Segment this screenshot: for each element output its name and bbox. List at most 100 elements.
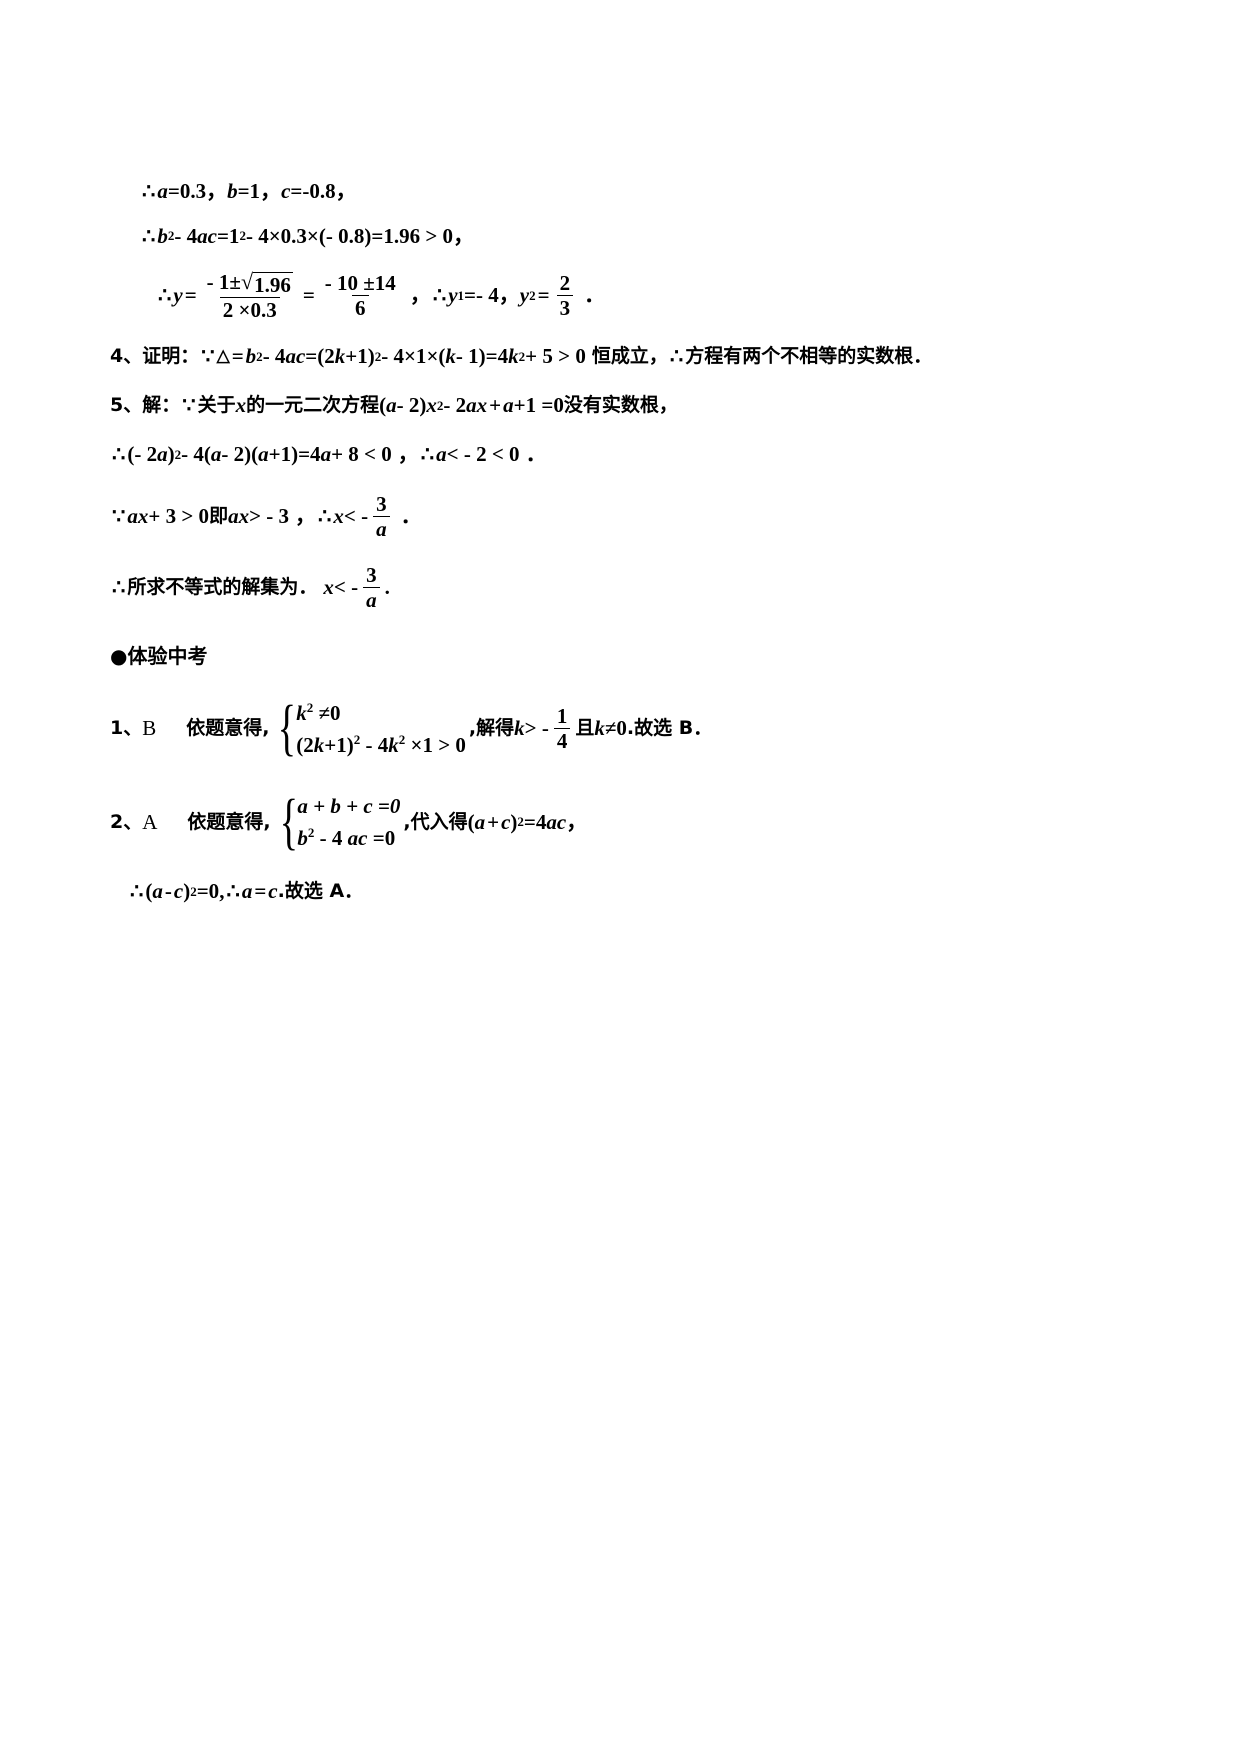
- comma: ，: [295, 503, 317, 528]
- value-b: =1: [237, 179, 261, 203]
- comma: ，: [453, 224, 475, 249]
- exponent-2b: 2: [239, 228, 246, 244]
- plus-three-gt-zero: + 3 > 0: [148, 503, 210, 528]
- plus-one-equals-zero: +1 =0: [513, 393, 564, 418]
- therefore-symbol: ∴: [112, 442, 126, 467]
- left-brace: {: [278, 694, 297, 763]
- conclusion-text: 方程有两个不相等的实数根: [685, 345, 914, 368]
- var-k-2: k: [313, 732, 325, 757]
- period: ．: [400, 503, 422, 528]
- exponent-2c: 2: [518, 348, 526, 364]
- solution-line-abc: ∴ a =0.3 ， b =1 ， c =-0.8 ，: [110, 179, 1140, 203]
- fraction-numerator: 1: [556, 704, 568, 729]
- var-k-3: k: [388, 732, 399, 757]
- value-c: =-0.8: [290, 179, 336, 203]
- inequality-result: < - 2 < 0: [446, 442, 520, 467]
- equals-sign: =: [254, 879, 267, 904]
- fraction-numerator: 3: [376, 491, 387, 516]
- because-symbol: ∵: [201, 344, 215, 369]
- var-c-2: c: [268, 879, 278, 904]
- system-row-1: a + b + c =0: [297, 793, 401, 818]
- var-x: x: [323, 574, 334, 599]
- equals-four: =4: [298, 442, 321, 467]
- square-root: √1.96: [241, 270, 293, 296]
- regarding-text: 关于: [197, 394, 236, 417]
- exponent-2c: 2: [398, 731, 406, 747]
- var-a: a: [157, 179, 168, 203]
- var-y: y: [173, 283, 183, 308]
- term-ax: ax: [127, 503, 149, 528]
- system-rows: k2 ≠0 (2k+1)2 - 4k2 ×1 > 0: [296, 697, 466, 761]
- term-ac-2: ac: [546, 809, 567, 834]
- comma-3: ，: [335, 179, 357, 203]
- equals-zero: =0: [196, 879, 220, 904]
- problem-5-line-2: ∴ (- 2 a )2 - 4( a - 2)( a +1) =4 a + 8 …: [110, 443, 1140, 466]
- term-ac: ac: [347, 826, 368, 851]
- equals-sign-2: =: [302, 283, 315, 308]
- var-y1: y: [448, 283, 458, 308]
- period-1: ．: [298, 575, 318, 598]
- minus-two: - 2: [443, 393, 467, 418]
- open-paren: (: [379, 393, 387, 418]
- var-a-4: a: [320, 442, 332, 467]
- therefore-symbol: ∴: [158, 283, 172, 308]
- simplified-fraction: - 10 ±14 6: [322, 272, 399, 319]
- equals-sign-3: =: [537, 283, 550, 308]
- var-k-4: k: [594, 716, 605, 741]
- radicand: 1.96: [253, 272, 293, 298]
- open-two: (2: [296, 732, 314, 757]
- left-brace: {: [279, 788, 298, 857]
- quadratic-formula-fraction: - 1±√1.96 2 ×0.3: [204, 270, 296, 321]
- solve-lead-text: ,解得: [468, 717, 515, 740]
- namely-text: 即: [209, 504, 229, 527]
- minus-four-b: - 4: [245, 224, 269, 249]
- section-heading-exam: ● 体验中考: [110, 645, 1140, 667]
- term-ac: ac: [285, 344, 306, 369]
- therefore-symbol: ∴: [142, 224, 156, 249]
- no-real-roots-text: 没有实数根: [563, 394, 659, 417]
- subscript-1: 1: [457, 287, 465, 303]
- var-c: c: [281, 179, 291, 203]
- fraction-denominator: a: [373, 515, 390, 540]
- system-rows: a + b + c =0 b2 - 4 ac =0: [297, 791, 400, 854]
- times-one-gt-zero: ×1 > 0: [410, 732, 466, 757]
- var-x: x: [333, 503, 344, 528]
- fraction-numerator-3: 2: [559, 271, 571, 296]
- var-b: b: [227, 179, 238, 203]
- term-ax: ax: [466, 393, 488, 418]
- problem-4-number: 4、: [110, 345, 143, 368]
- discriminant-result: =1.96 > 0: [371, 224, 454, 249]
- greater-than-neg-three: > - 3: [249, 503, 290, 528]
- value-y1: =- 4: [464, 283, 499, 308]
- minus-two-open: - 2)(: [221, 442, 259, 467]
- comma: ，: [648, 345, 668, 368]
- fraction-denominator-3: 3: [556, 295, 574, 319]
- var-a: a: [152, 879, 163, 904]
- var-k-3: k: [508, 344, 519, 369]
- times-open: ×(: [426, 344, 446, 369]
- var-b: b: [157, 224, 168, 249]
- exam-item-1-number: 1、: [110, 717, 143, 740]
- var-x: x: [235, 393, 247, 418]
- period: ．: [693, 717, 713, 740]
- therefore-symbol: ∴: [130, 879, 144, 904]
- therefore-symbol: ∴: [112, 574, 126, 599]
- var-c: c: [501, 809, 511, 834]
- exponent-2: 2: [436, 397, 444, 413]
- exam-item-1-answer: B: [142, 716, 157, 741]
- minus-one-close: - 1): [455, 344, 486, 369]
- equals-sign: =: [184, 283, 197, 308]
- var-a: a: [474, 809, 486, 834]
- open-paren: (: [145, 879, 153, 904]
- fraction-denominator: 2 ×0.3: [219, 297, 280, 321]
- equals-open-paren: =(2: [305, 344, 335, 369]
- var-c: c: [173, 879, 184, 904]
- equals-four: =4: [485, 344, 509, 369]
- one-quarter-fraction: 1 4: [553, 704, 571, 752]
- fraction-denominator: a: [363, 586, 380, 611]
- plus-sign: +: [487, 809, 500, 834]
- system-row-1: k2 ≠0: [296, 697, 466, 729]
